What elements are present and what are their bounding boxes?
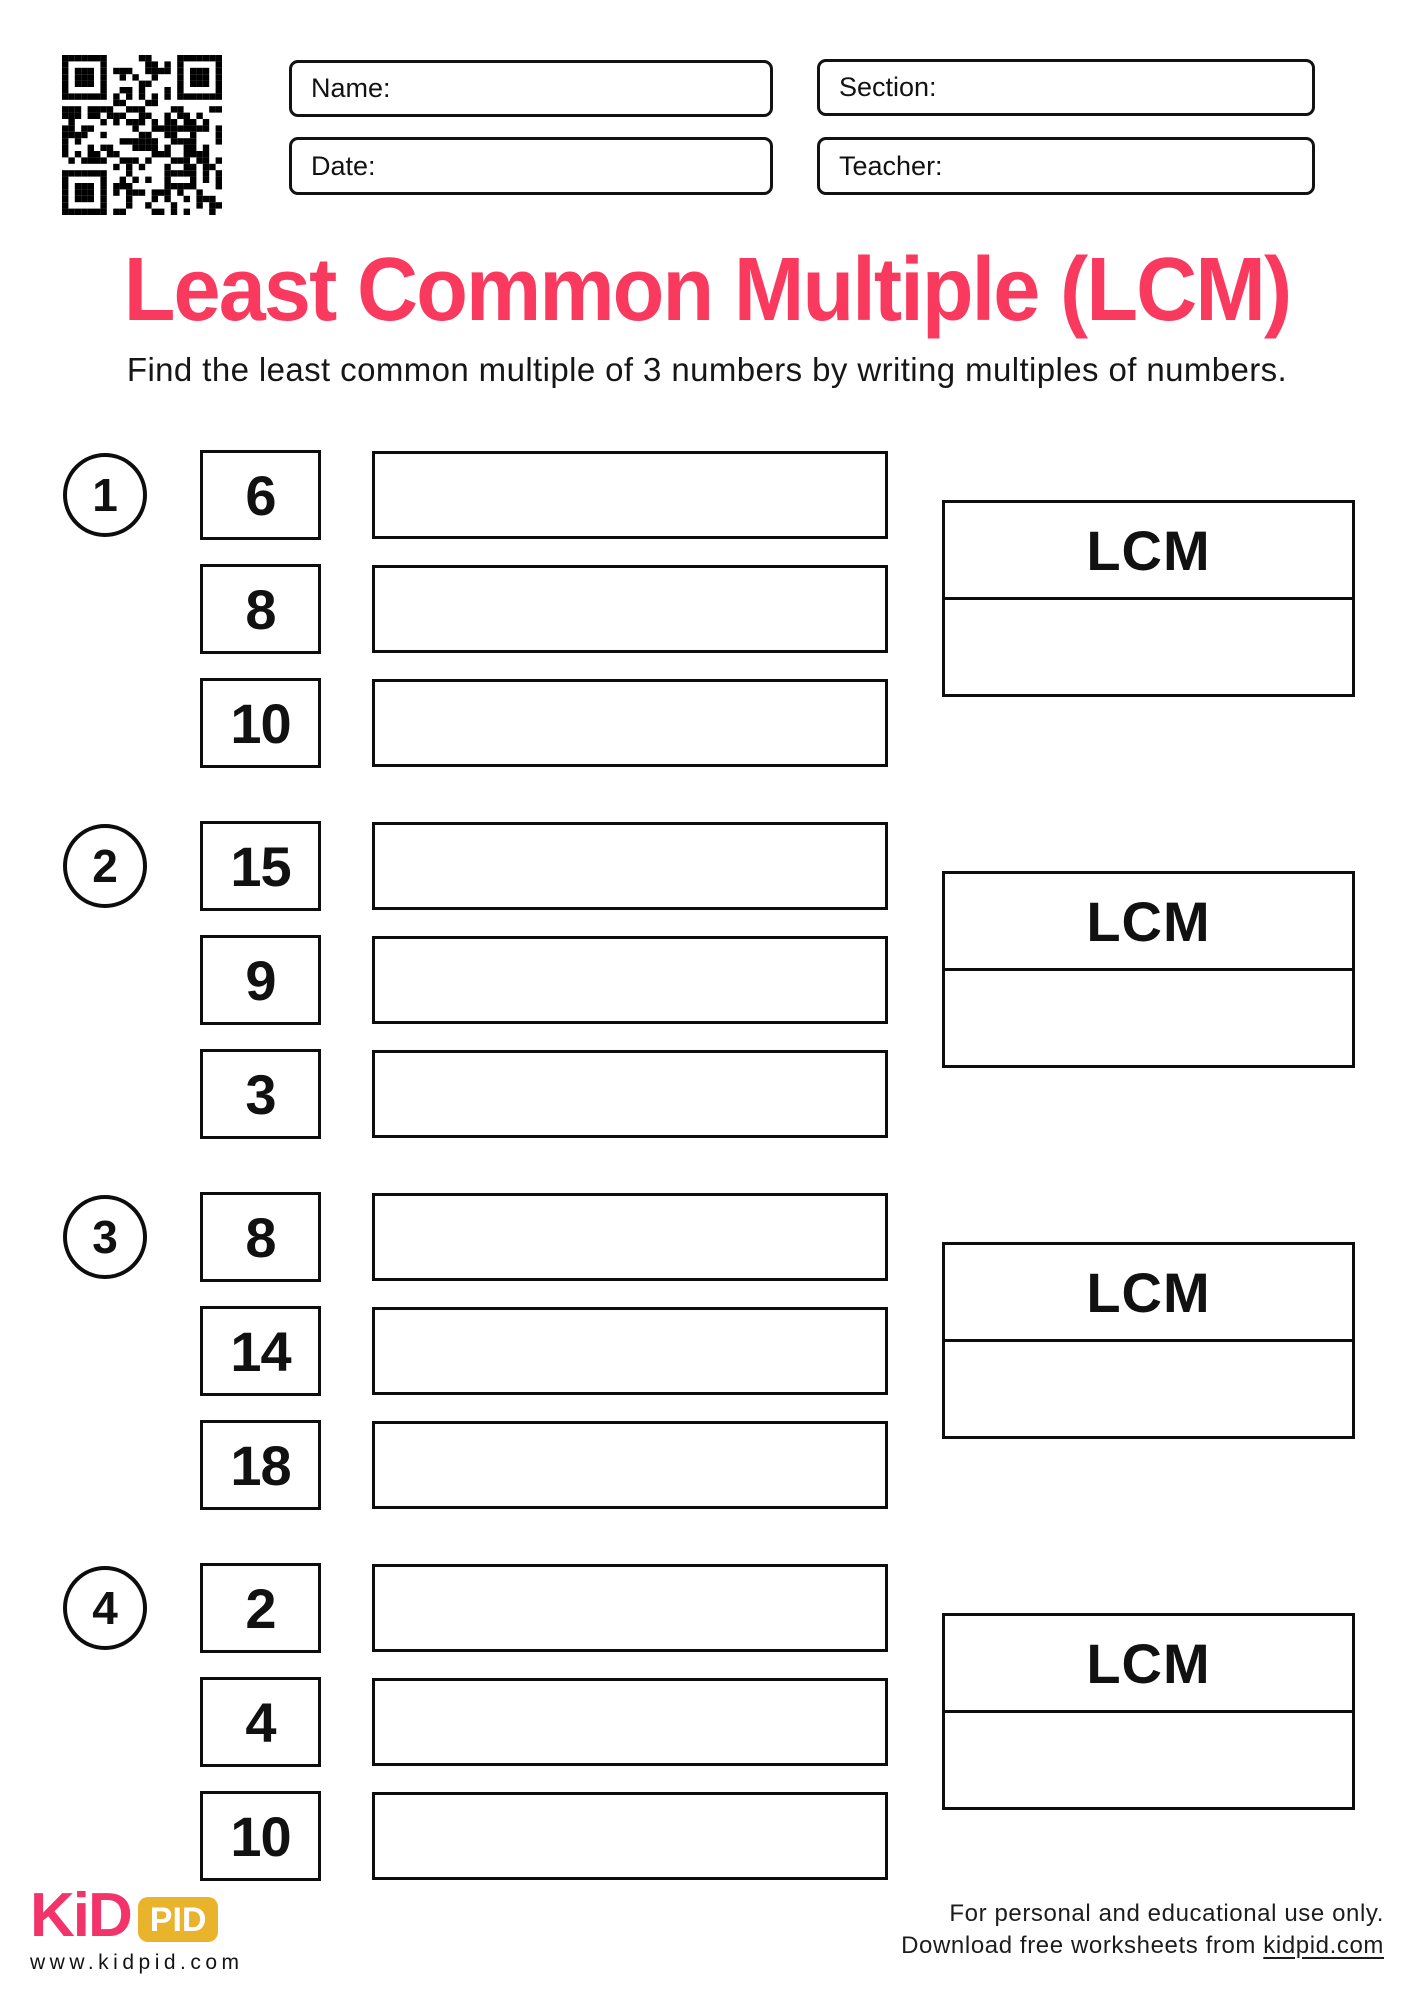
given-number-box: 3 xyxy=(200,1049,321,1139)
multiples-answer-box[interactable] xyxy=(372,1792,888,1880)
logo-pid-badge: PID xyxy=(137,1897,219,1943)
multiples-answer-box[interactable] xyxy=(372,822,888,910)
multiples-answer-box[interactable] xyxy=(372,1193,888,1281)
teacher-label: Teacher: xyxy=(839,150,943,181)
problem-number-badge: 1 xyxy=(63,453,147,537)
given-number-box: 2 xyxy=(200,1563,321,1653)
problem-row: 8 xyxy=(0,564,1414,656)
given-number-box: 4 xyxy=(200,1677,321,1767)
name-label: Name: xyxy=(311,73,391,103)
date-label: Date: xyxy=(311,150,376,181)
problem-row: 8 xyxy=(0,1192,1414,1284)
multiples-answer-box[interactable] xyxy=(372,451,888,539)
download-note-line: Download free worksheets from kidpid.com xyxy=(901,1931,1384,1959)
page-title: Least Common Multiple (LCM) xyxy=(123,240,1292,340)
given-number: 9 xyxy=(245,948,276,1012)
usage-note-line: For personal and educational use only. xyxy=(949,1900,1384,1927)
lcm-box: LCM xyxy=(942,1242,1355,1439)
multiples-answer-box[interactable] xyxy=(372,1307,888,1395)
given-number: 15 xyxy=(230,834,291,898)
given-number: 18 xyxy=(230,1433,291,1497)
problem-3: 3 8 14 18 LCM xyxy=(0,1192,1414,1514)
given-number: 10 xyxy=(230,691,291,755)
given-number-box: 18 xyxy=(200,1420,321,1510)
lcm-label: LCM xyxy=(945,874,1352,971)
multiples-answer-box[interactable] xyxy=(372,679,888,767)
lcm-answer-box[interactable] xyxy=(945,1713,1352,1807)
section-label: Section: xyxy=(839,72,937,102)
lcm-box: LCM xyxy=(942,871,1355,1068)
problem-number: 4 xyxy=(92,1582,118,1634)
problem-row: 2 xyxy=(0,1563,1414,1655)
problem-1: 1 6 8 10 LCM xyxy=(0,450,1414,772)
lcm-box: LCM xyxy=(942,1613,1355,1810)
problem-row: 3 xyxy=(0,1049,1414,1141)
problem-2: 2 15 9 3 LCM xyxy=(0,821,1414,1143)
problem-number-badge: 2 xyxy=(63,824,147,908)
lcm-label: LCM xyxy=(945,503,1352,600)
given-number: 2 xyxy=(245,1576,276,1640)
problem-row: 15 xyxy=(0,821,1414,913)
given-number: 10 xyxy=(230,1804,291,1868)
qr-code xyxy=(62,55,222,215)
problem-row: 4 xyxy=(0,1677,1414,1769)
problem-number: 2 xyxy=(92,840,118,892)
logo-kid-text: KiD xyxy=(30,1881,133,1950)
given-number: 3 xyxy=(245,1062,276,1126)
problem-row: 9 xyxy=(0,935,1414,1027)
lcm-answer-box[interactable] xyxy=(945,600,1352,694)
lcm-answer-box[interactable] xyxy=(945,971,1352,1065)
given-number-box: 8 xyxy=(200,1192,321,1282)
problem-number-badge: 3 xyxy=(63,1195,147,1279)
kidpid-link[interactable]: kidpid.com xyxy=(1263,1931,1384,1959)
given-number-box: 6 xyxy=(200,450,321,540)
lcm-label: LCM xyxy=(945,1616,1352,1713)
name-field[interactable]: Name: xyxy=(289,60,773,117)
problem-row: 10 xyxy=(0,1791,1414,1883)
multiples-answer-box[interactable] xyxy=(372,565,888,653)
problem-number: 3 xyxy=(92,1211,118,1263)
given-number-box: 8 xyxy=(200,564,321,654)
problem-4: 4 2 4 10 LCM xyxy=(0,1563,1414,1885)
lcm-box: LCM xyxy=(942,500,1355,697)
footer-note: For personal and educational use only. D… xyxy=(901,1898,1384,1962)
given-number-box: 10 xyxy=(200,1791,321,1881)
multiples-answer-box[interactable] xyxy=(372,1050,888,1138)
given-number-box: 9 xyxy=(200,935,321,1025)
given-number: 4 xyxy=(245,1690,276,1754)
given-number-box: 15 xyxy=(200,821,321,911)
date-field[interactable]: Date: xyxy=(289,137,773,195)
given-number-box: 14 xyxy=(200,1306,321,1396)
section-field[interactable]: Section: xyxy=(817,59,1315,116)
problem-row: 18 xyxy=(0,1420,1414,1512)
lcm-label: LCM xyxy=(945,1245,1352,1342)
problem-row: 14 xyxy=(0,1306,1414,1398)
multiples-answer-box[interactable] xyxy=(372,1678,888,1766)
given-number-box: 10 xyxy=(200,678,321,768)
given-number: 8 xyxy=(245,1205,276,1269)
multiples-answer-box[interactable] xyxy=(372,1564,888,1652)
kidpid-logo: KiD PID xyxy=(30,1881,219,1950)
given-number: 8 xyxy=(245,577,276,641)
problem-row: 10 xyxy=(0,678,1414,770)
given-number: 14 xyxy=(230,1319,291,1383)
teacher-field[interactable]: Teacher: xyxy=(817,137,1315,195)
multiples-answer-box[interactable] xyxy=(372,936,888,1024)
website-url: www.kidpid.com xyxy=(30,1951,244,1974)
problem-row: 6 xyxy=(0,450,1414,542)
lcm-answer-box[interactable] xyxy=(945,1342,1352,1436)
given-number: 6 xyxy=(245,463,276,527)
instructions-text: Find the least common multiple of 3 numb… xyxy=(126,351,1288,388)
problem-number-badge: 4 xyxy=(63,1566,147,1650)
multiples-answer-box[interactable] xyxy=(372,1421,888,1509)
problem-number: 1 xyxy=(92,469,118,521)
